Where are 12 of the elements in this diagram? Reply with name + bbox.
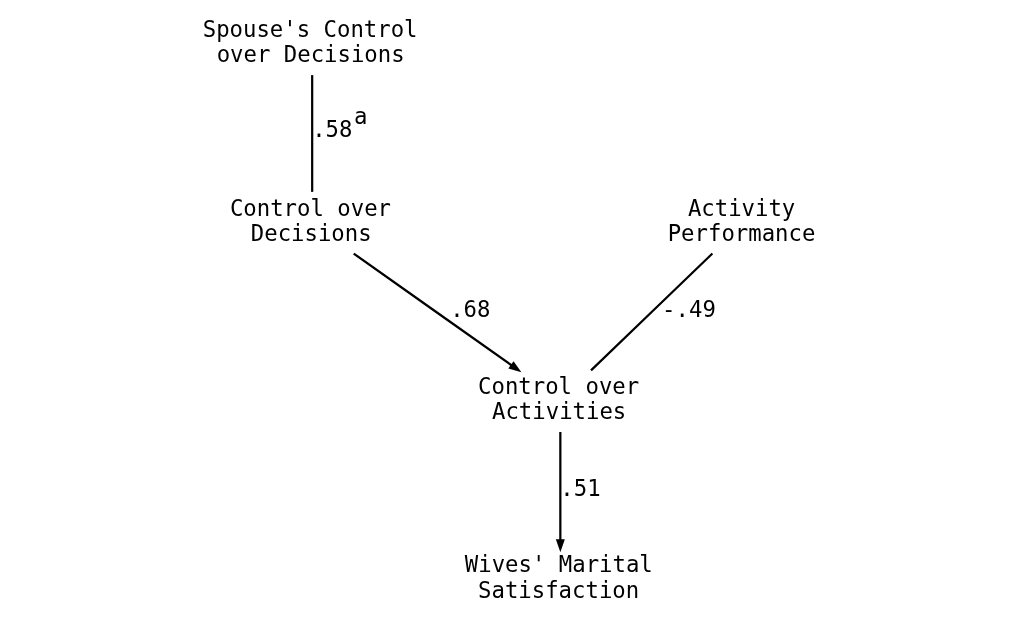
- node-text: Wives' Marital Satisfaction: [464, 551, 653, 603]
- connector: [311, 75, 314, 192]
- node-text: Spouse's Control over Decisions: [202, 16, 418, 68]
- node-text: Control over Decisions: [229, 194, 392, 246]
- arrow: [555, 432, 565, 553]
- node-text: Control over Activities: [478, 372, 640, 425]
- edge-label: .68: [450, 296, 491, 323]
- connector: [590, 252, 714, 372]
- edge-label: -.49: [662, 296, 716, 323]
- arrow: [353, 252, 522, 373]
- node-text: Activity Performance: [667, 194, 816, 246]
- edge-label: .51: [560, 474, 601, 501]
